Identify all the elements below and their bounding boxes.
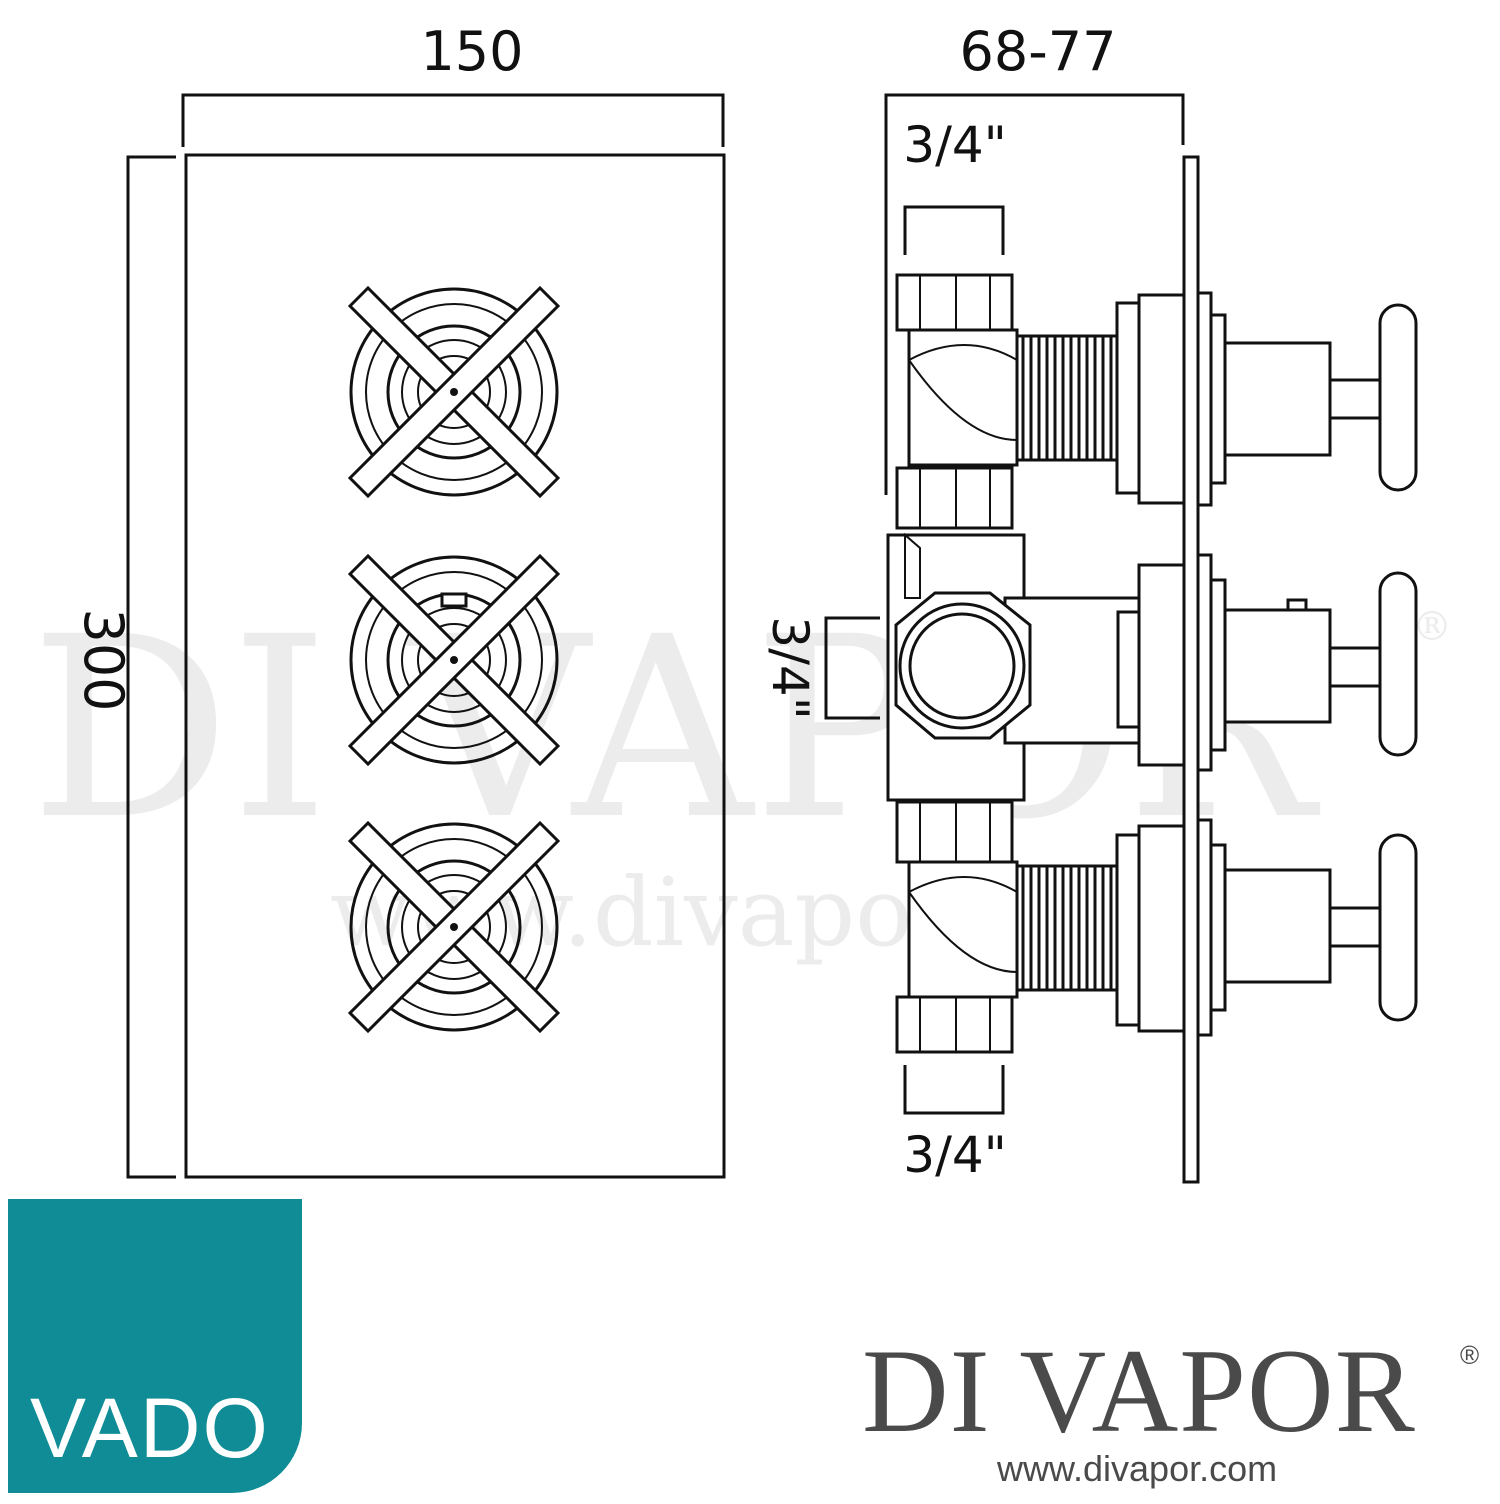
watermark-registered: ®: [1412, 604, 1452, 650]
handle-top: [347, 285, 561, 499]
wall-plate: [1182, 155, 1200, 1184]
width-label: 150: [420, 20, 523, 83]
vado-logo-text: VADO: [30, 1381, 270, 1475]
cartridge-middle: [1137, 553, 1418, 772]
faceplate: [184, 153, 726, 1179]
valve-body: [886, 532, 1142, 802]
height-label: 300: [72, 608, 135, 711]
brand-url[interactable]: www.divapor.com: [997, 1448, 1278, 1489]
front-view: 150 300: [72, 20, 726, 1179]
inlet-side-label: 3/4": [761, 616, 819, 719]
inlet-top-dimension-line: [903, 205, 1005, 255]
depth-label: 68-77: [960, 20, 1117, 83]
brand-name: DI VAPOR: [862, 1324, 1416, 1457]
inlet-top-label: 3/4": [903, 116, 1006, 174]
brand-registered-mark: ®: [1460, 1340, 1480, 1370]
handle-bottom: [347, 820, 561, 1034]
inlet-bottom-dimension-line: [903, 1065, 1005, 1115]
cartridge-top: [895, 273, 1418, 530]
vado-logo: [8, 1199, 302, 1493]
inlet-side-dimension-line: [824, 616, 880, 720]
width-dimension-line: [181, 93, 725, 147]
side-view: 68-77 3/4" 3/4" 3/4": [761, 20, 1418, 1184]
depth-dimension-line: [884, 93, 1185, 495]
handle-middle: [347, 553, 561, 767]
inlet-bottom-label: 3/4": [903, 1126, 1006, 1184]
height-dimension-line: [126, 155, 176, 1179]
cartridge-bottom: [895, 800, 1418, 1054]
